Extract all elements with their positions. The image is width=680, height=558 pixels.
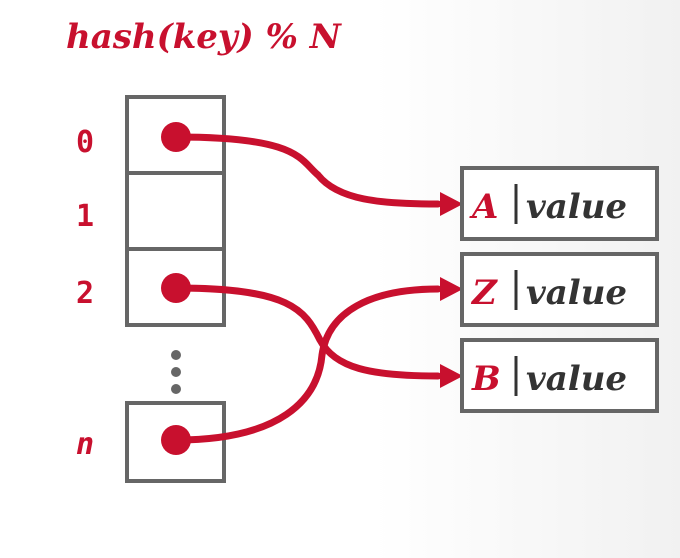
entry-value: value xyxy=(526,359,627,399)
entry-box xyxy=(460,252,659,327)
slot-n xyxy=(125,401,226,483)
entry-key: A xyxy=(469,187,498,227)
entry-key: B xyxy=(471,359,501,399)
pointer-dot-2 xyxy=(161,273,191,303)
pointer-arrow-2-to-B xyxy=(172,284,442,380)
pointer-dot-0 xyxy=(161,122,191,152)
arrowhead-A xyxy=(440,192,463,216)
arrowhead-Z xyxy=(440,277,463,301)
entry-A: A value xyxy=(460,166,659,241)
pointer-dot-n xyxy=(161,425,191,455)
ellipsis-dot xyxy=(171,367,181,377)
entry-B: B value xyxy=(460,338,659,413)
entry-Z: Z value xyxy=(460,252,659,327)
slot-1 xyxy=(125,171,226,251)
slot-index-n: n xyxy=(76,427,94,462)
entry-value: value xyxy=(526,187,627,227)
pointer-arrow-0-to-A xyxy=(172,133,442,208)
entry-key: Z xyxy=(470,273,498,313)
slot-index-0: 0 xyxy=(76,125,94,160)
ellipsis-dot xyxy=(171,384,181,394)
entry-value: value xyxy=(526,273,627,313)
entry-box xyxy=(460,338,659,413)
ellipsis-dot xyxy=(171,350,181,360)
pointer-arrow-n-to-Z xyxy=(172,285,442,444)
diagram-title: hash(key) % N xyxy=(66,17,343,57)
arrowhead-B xyxy=(440,364,463,388)
slot-index-1: 1 xyxy=(76,199,94,234)
slot-index-2: 2 xyxy=(76,276,94,311)
entry-box xyxy=(460,166,659,241)
